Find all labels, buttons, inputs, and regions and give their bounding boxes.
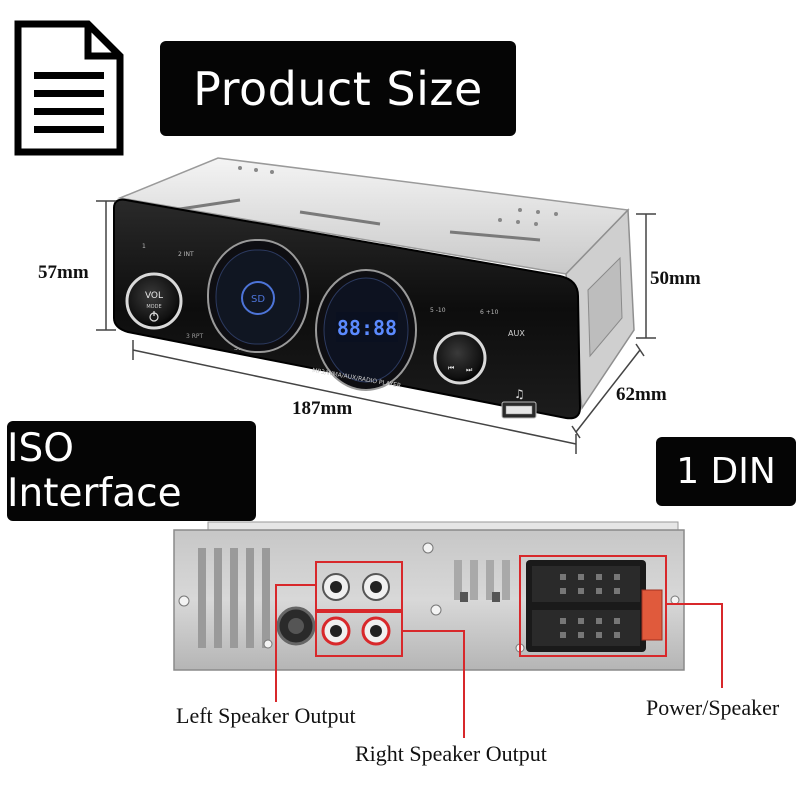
preset-6: 6 +10 xyxy=(480,309,499,316)
document-icon xyxy=(14,20,124,156)
svg-text:⏮: ⏮ xyxy=(448,364,454,372)
right-speaker-output-callout: Right Speaker Output xyxy=(355,741,547,766)
aux-label: AUX xyxy=(508,329,525,338)
svg-text:SD: SD xyxy=(251,294,265,305)
height-left-dimension: 57mm xyxy=(38,262,89,283)
center-display: 88:88 xyxy=(315,269,417,391)
left-speaker-output-callout: Left Speaker Output xyxy=(176,703,356,728)
usb-icon: SD xyxy=(241,281,275,315)
preset-2: 2 INT xyxy=(178,251,194,258)
dimension-lines xyxy=(96,200,656,454)
tune-knob: ⏮ ⏭ xyxy=(433,331,487,385)
clock-display: 88:88 xyxy=(337,316,397,340)
din-badge: 1 DIN xyxy=(656,437,796,506)
width-dimension: 187mm xyxy=(292,398,353,419)
left-display: SD xyxy=(207,239,309,353)
height-right-dimension: 50mm xyxy=(650,268,701,289)
preset-3: 3 RPT xyxy=(186,333,204,340)
callout-lines xyxy=(275,555,723,738)
preset-1: 1 xyxy=(142,243,146,250)
preset-5: 5 -10 xyxy=(430,307,446,314)
iso-interface-badge: ISO Interface xyxy=(7,421,256,521)
mode-label: MODE xyxy=(146,304,161,310)
vol-label: VOL xyxy=(145,291,163,301)
music-note-icon: ♫ xyxy=(514,387,525,401)
svg-text:⏭: ⏭ xyxy=(466,366,473,374)
iso-connector xyxy=(526,560,663,652)
depth-dimension: 62mm xyxy=(616,384,667,405)
page-title: Product Size xyxy=(160,41,516,136)
rca-jacks xyxy=(321,573,391,646)
volume-knob: VOL MODE xyxy=(125,272,183,330)
power-speaker-callout: Power/Speaker xyxy=(646,695,780,720)
power-icon xyxy=(149,311,159,322)
